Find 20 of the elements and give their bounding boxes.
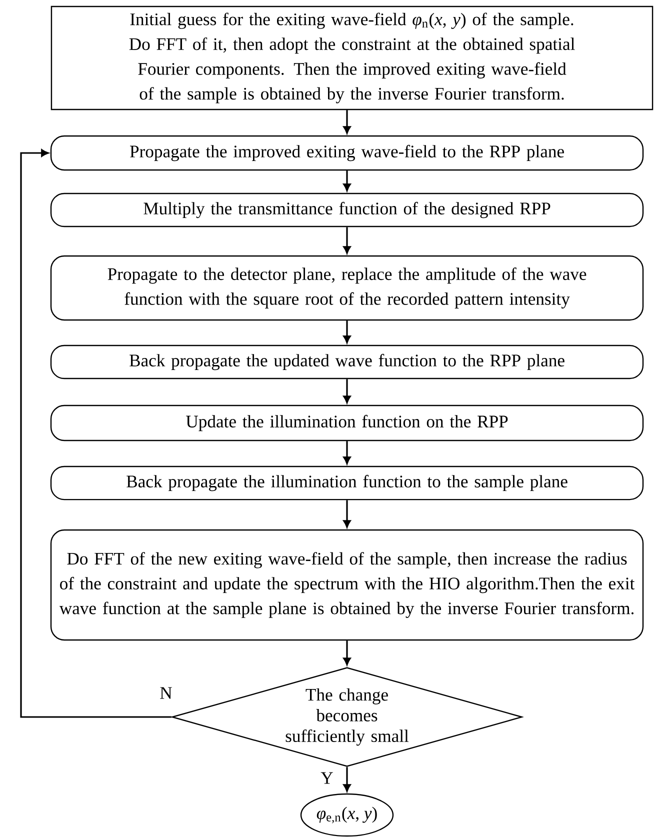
process-box: Propagate the improved exiting wave-field to the RPP plane <box>50 135 644 171</box>
arrow <box>343 441 351 464</box>
arrow <box>343 379 351 404</box>
process-box: Initial guess for the exiting wave-field φ$_{n}$(x, y) of the sample. Do FFT of it, then adopt the constraint at the obtained spatial Fourier components. Then the improved exiting wave-field of the sample is obtained by the inverse Fourier transform. <box>50 6 654 110</box>
arrow <box>343 320 351 344</box>
arrow <box>343 767 351 792</box>
process-box: Back propagate the illumination function to the sample plane <box>50 466 644 500</box>
process-box: Multiply the transmittance function of the designed RPP <box>50 192 644 228</box>
arrow <box>343 640 351 666</box>
process-box: Propagate to the detector plane, replace the amplitude of the wave function with the square root of the recorded pattern intensity <box>50 255 644 321</box>
process-box: Back propagate the updated wave function to the RPP plane <box>50 344 644 380</box>
arrow <box>343 110 351 134</box>
arrow <box>343 170 351 192</box>
edge-label: Y <box>320 772 333 784</box>
process-box: Do FFT of the new exiting wave-field of the sample, then increase the radius of the constraint and update the spectrum with the HIO algorithm.Then the exit wave function at the sample plane is obtained by the inverse Fourier transform. <box>50 529 644 641</box>
arrow <box>343 227 351 254</box>
arrow <box>20 149 172 718</box>
arrow <box>343 500 351 528</box>
process-box: Update the illumination function on the RPP <box>50 404 644 442</box>
edge-label: N <box>160 687 172 699</box>
